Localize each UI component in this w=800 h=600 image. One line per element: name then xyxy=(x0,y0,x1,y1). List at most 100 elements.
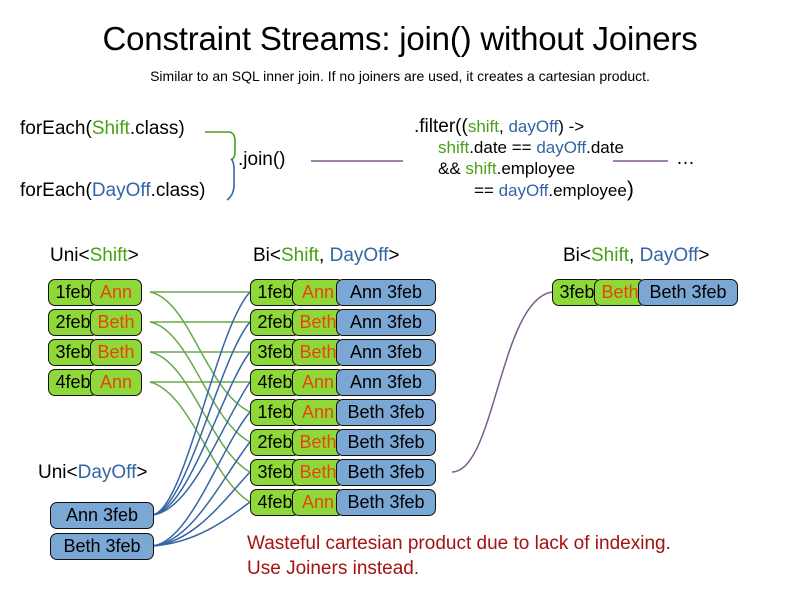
bi-dayoff-cell: Beth 3feb xyxy=(336,459,436,486)
uni-dayoff-pre: Uni< xyxy=(38,462,78,483)
filter-line-3: && shift.employee xyxy=(414,158,634,179)
shift-employee-cell: Beth xyxy=(90,339,142,366)
uni-dayoff-type: DayOff xyxy=(77,462,137,483)
bi-right-t1: Shift xyxy=(591,245,630,266)
bi-shift-employee-cell: Ann xyxy=(292,369,344,396)
uni-dayoff-header: Uni<DayOff> xyxy=(38,462,148,484)
bi-mid-pre: Bi< xyxy=(253,245,281,266)
filter-l4-dayoff: dayOff xyxy=(498,181,549,200)
bi-shift-employee-cell: Beth xyxy=(292,309,344,336)
filter-l2-dayoff: dayOff xyxy=(536,138,587,157)
bi-shift-date-cell: 1feb xyxy=(250,279,300,306)
foreach-dayoff-type: DayOff xyxy=(91,180,151,201)
filter-keyword: .filter(( xyxy=(414,116,468,137)
bi-mid-t1: Shift xyxy=(281,245,320,266)
warning-line-2: Use Joiners instead. xyxy=(247,558,420,579)
bi-dayoff-cell: Ann 3feb xyxy=(336,369,436,396)
bi-shift-date-cell: 3feb xyxy=(250,339,300,366)
foreach-dayoff-code: forEach(DayOff.class) xyxy=(20,180,206,202)
foreach-shift-type: Shift xyxy=(91,118,130,139)
bi-dayoff-cell: Ann 3feb xyxy=(336,339,436,366)
bi-shift-date-cell: 3feb xyxy=(250,459,300,486)
result-shift-employee-cell: Beth xyxy=(594,279,646,306)
foreach-shift-prefix: forEach( xyxy=(20,118,92,139)
foreach-shift-code: forEach(Shift.class) xyxy=(20,118,185,140)
filter-call-code: .filter((shift, dayOff) -> shift.date ==… xyxy=(414,116,634,201)
dayoff-to-bi-curves xyxy=(151,291,251,547)
bi-dayoff-cell: Ann 3feb xyxy=(336,279,436,306)
bi-shift-employee-cell: Beth xyxy=(292,339,344,366)
dayoff-label-cell: Ann 3feb xyxy=(50,502,154,529)
filter-l4-employee: .employee xyxy=(548,181,627,200)
shift-employee-cell: Beth xyxy=(90,309,142,336)
bi-dayoff-cell: Beth 3feb xyxy=(336,489,436,516)
shift-date-cell: 4feb xyxy=(48,369,98,396)
uni-shift-post: > xyxy=(127,245,139,266)
bi-shift-date-cell: 2feb xyxy=(250,429,300,456)
shift-to-bi-curves xyxy=(149,291,251,503)
filter-l2-date-eq: .date == xyxy=(469,138,537,157)
bi-shift-employee-cell: Ann xyxy=(292,279,344,306)
bi-right-post: > xyxy=(698,245,710,266)
filter-l3-shift: shift xyxy=(465,159,497,178)
warning-line-1: Wasteful cartesian product due to lack o… xyxy=(247,533,671,554)
bi-shift-date-cell: 1feb xyxy=(250,399,300,426)
bi-shift-employee-cell: Beth xyxy=(292,429,344,456)
filtered-result-curve xyxy=(451,291,553,473)
foreach-dayoff-suffix: .class) xyxy=(150,180,206,201)
filter-line-2: shift.date == dayOff.date xyxy=(414,137,634,158)
uni-shift-pre: Uni< xyxy=(50,245,90,266)
bi-mid-t2: DayOff xyxy=(329,245,389,266)
uni-dayoff-fact-card[interactable]: Beth 3feb xyxy=(50,533,154,560)
bi-mid-sep: , xyxy=(319,245,330,266)
bi-mid-post: > xyxy=(388,245,400,266)
bi-dayoff-cell: Ann 3feb xyxy=(336,309,436,336)
shift-date-cell: 1feb xyxy=(48,279,98,306)
bi-shift-employee-cell: Ann xyxy=(292,399,344,426)
bi-right-pre: Bi< xyxy=(563,245,591,266)
filter-param-shift: shift xyxy=(467,117,500,136)
brace-shift-line xyxy=(205,131,236,161)
join-call-label: .join() xyxy=(238,149,286,170)
filter-l3-and: && xyxy=(438,159,466,178)
page-title: Constraint Streams: join() without Joine… xyxy=(102,20,698,57)
bi-filtered-header: Bi<Shift, DayOff> xyxy=(563,245,709,267)
bi-right-t2: DayOff xyxy=(639,245,699,266)
foreach-shift-suffix: .class) xyxy=(129,118,185,139)
dayoff-label-cell: Beth 3feb xyxy=(50,533,154,560)
uni-shift-type: Shift xyxy=(89,245,128,266)
filter-l2-date: .date xyxy=(586,138,624,157)
filter-close-paren: ) xyxy=(626,178,634,201)
bi-dayoff-cell: Beth 3feb xyxy=(336,399,436,426)
filter-l4-eq: == xyxy=(474,181,499,200)
bi-shift-employee-cell: Beth xyxy=(292,459,344,486)
page-subtitle: Similar to an SQL inner join. If no join… xyxy=(150,68,650,84)
result-shift-date-cell: 3feb xyxy=(552,279,602,306)
uni-shift-header: Uni<Shift> xyxy=(50,245,139,267)
bi-cartesian-header: Bi<Shift, DayOff> xyxy=(253,245,399,267)
brace-dayoff-line xyxy=(226,158,235,201)
shift-employee-cell: Ann xyxy=(90,369,142,396)
warning-text: Wasteful cartesian product due to lack o… xyxy=(247,531,671,581)
bi-right-sep: , xyxy=(629,245,640,266)
filter-line-1: .filter((shift, dayOff) -> xyxy=(414,116,634,137)
uni-dayoff-fact-card[interactable]: Ann 3feb xyxy=(50,502,154,529)
filter-l3-employee: .employee xyxy=(496,159,576,178)
bi-dayoff-cell: Beth 3feb xyxy=(336,429,436,456)
uni-dayoff-post: > xyxy=(136,462,148,483)
shift-employee-cell: Ann xyxy=(90,279,142,306)
